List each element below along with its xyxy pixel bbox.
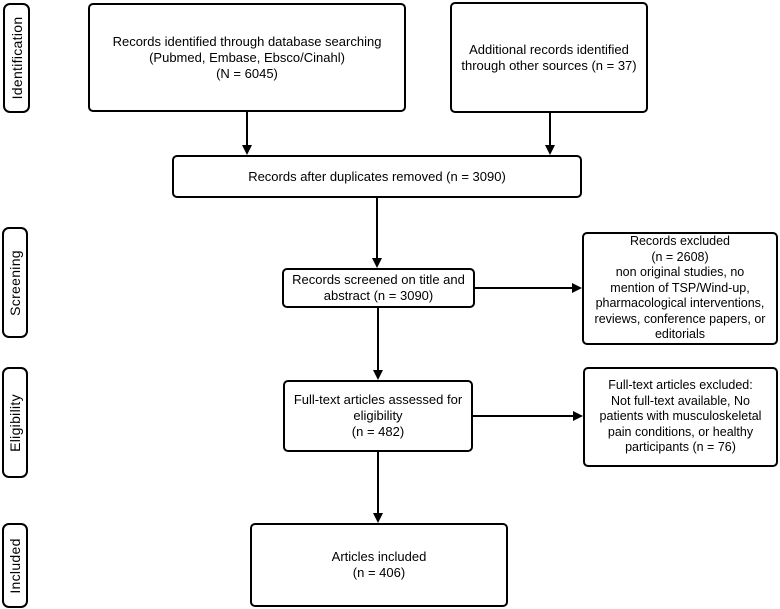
stage-screening: Screening	[2, 227, 28, 338]
box-articles-included: Articles included (n = 406)	[250, 523, 508, 607]
connector-screened-to-excluded	[475, 287, 573, 289]
box-fulltext-excluded: Full-text articles excluded: Not full-te…	[583, 367, 778, 467]
connector-fulltext-to-excluded	[473, 415, 573, 417]
arrowhead-down-icon	[545, 145, 555, 155]
connector-screened-to-fulltext	[377, 308, 379, 371]
box-records-excluded: Records excluded (n = 2608) non original…	[582, 232, 778, 345]
arrowhead-down-icon	[373, 513, 383, 523]
box-records-identified: Records identified through database sear…	[88, 3, 406, 112]
box-fulltext-assessed: Full-text articles assessed for eligibil…	[283, 380, 473, 452]
box-after-duplicates: Records after duplicates removed (n = 30…	[172, 155, 582, 198]
stage-identification: Identification	[3, 3, 30, 113]
box-additional-records: Additional records identified through ot…	[450, 2, 648, 113]
stage-identification-label: Identification	[8, 16, 25, 100]
connector-identified-to-duplicates	[246, 112, 248, 146]
arrowhead-right-icon	[573, 411, 583, 421]
connector-additional-to-duplicates	[549, 113, 551, 146]
arrowhead-down-icon	[372, 258, 382, 268]
arrowhead-down-icon	[373, 370, 383, 380]
stage-screening-label: Screening	[7, 249, 23, 316]
stage-eligibility-label: Eligibility	[7, 393, 23, 452]
arrowhead-right-icon	[572, 283, 582, 293]
stage-included: Included	[2, 523, 28, 608]
connector-duplicates-to-screened	[376, 198, 378, 259]
stage-included-label: Included	[7, 537, 23, 594]
connector-fulltext-to-included	[377, 452, 379, 514]
arrowhead-down-icon	[242, 145, 252, 155]
box-records-screened: Records screened on title and abstract (…	[282, 268, 475, 308]
stage-eligibility: Eligibility	[2, 367, 28, 478]
